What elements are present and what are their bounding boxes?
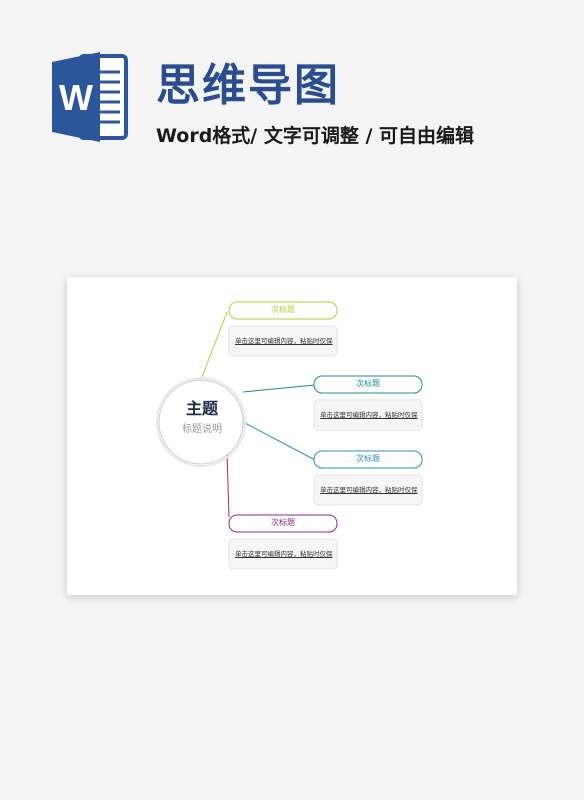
svg-text:W: W <box>59 77 93 118</box>
center-topic-title[interactable]: 主题 <box>185 399 218 418</box>
page-subtitle: Word格式/ 文字可调整 / 可自由编辑 <box>156 125 475 147</box>
document-preview: 主题 标题说明 次标题 单击这里可编辑内容，粘贴时仅保 次标题 单击这里可编辑内… <box>67 277 517 595</box>
branch-2-note[interactable]: 单击这里可编辑内容，粘贴时仅保 <box>320 411 418 419</box>
branch-2-label[interactable]: 次标题 <box>356 379 380 388</box>
branch-4-label[interactable]: 次标题 <box>271 518 295 527</box>
branch-1-label[interactable]: 次标题 <box>271 305 295 314</box>
branch-3-note[interactable]: 单击这里可编辑内容，粘贴时仅保 <box>320 486 418 494</box>
branch-4-note[interactable]: 单击这里可编辑内容，粘贴时仅保 <box>235 550 333 558</box>
word-logo-icon: W <box>52 52 128 142</box>
mindmap-lines <box>156 301 423 570</box>
center-topic-subtitle[interactable]: 标题说明 <box>182 424 222 435</box>
header: W 思维导图 Word格式/ 文字可调整 / 可自由编辑 <box>0 0 584 160</box>
branch-1-note[interactable]: 单击这里可编辑内容，粘贴时仅保 <box>235 337 333 345</box>
branch-3-label[interactable]: 次标题 <box>356 454 380 463</box>
page-title: 思维导图 <box>156 60 340 111</box>
